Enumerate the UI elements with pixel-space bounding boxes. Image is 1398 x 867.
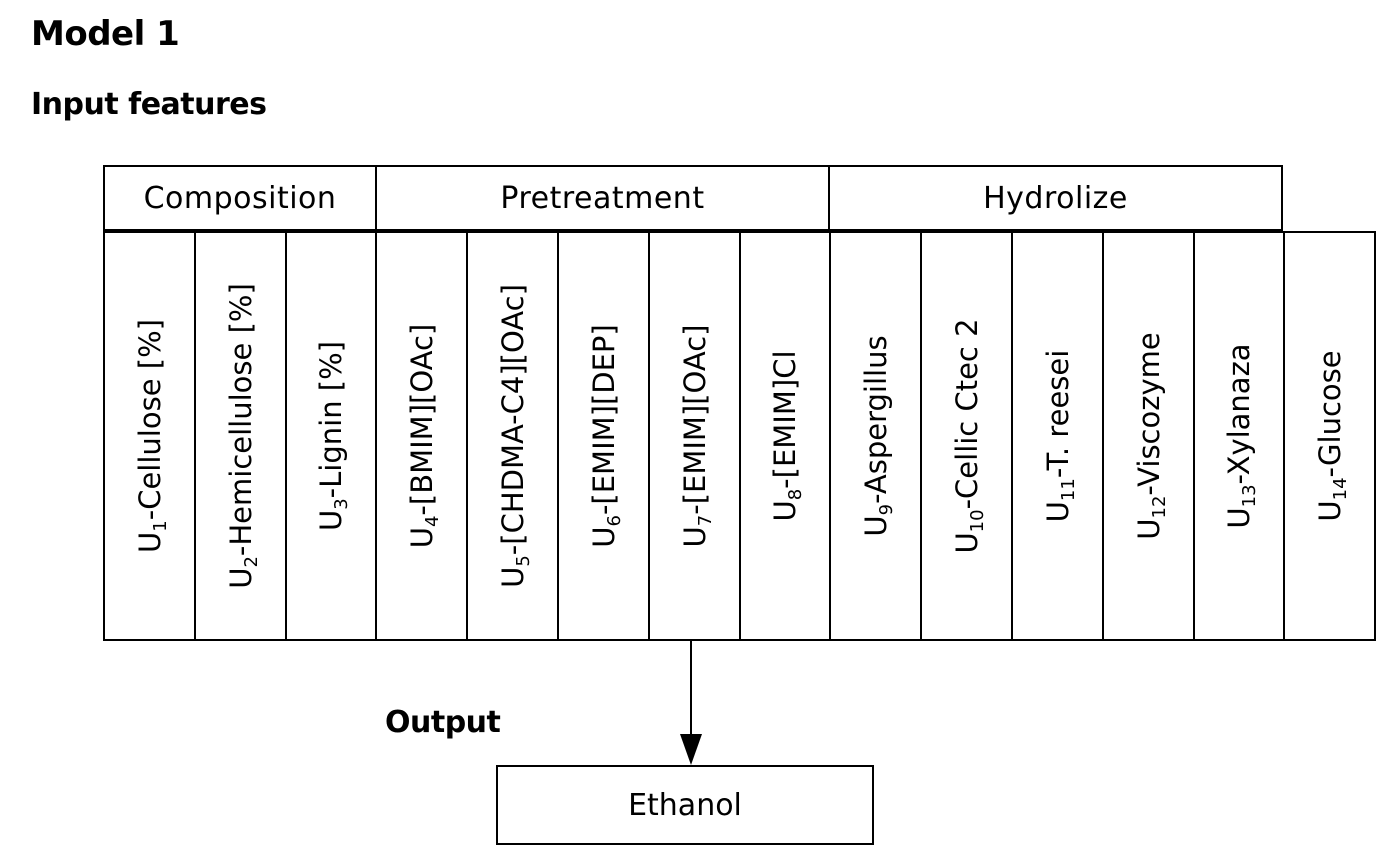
- feature-symbol: U: [1040, 501, 1075, 523]
- feature-name: -T. reesei: [1040, 349, 1075, 479]
- group-pretreatment-label: Pretreatment: [500, 180, 705, 216]
- feature-name: -Glucose: [1312, 350, 1347, 478]
- feature-column-u5: U5-[CHDMA-C4][OAc]: [466, 231, 559, 641]
- feature-index: 5: [512, 555, 534, 567]
- feature-index: 7: [694, 514, 716, 527]
- feature-index: 10: [966, 509, 988, 533]
- feature-symbol: U: [949, 532, 984, 554]
- group-hydrolize: Hydrolize: [828, 165, 1283, 231]
- feature-label: U11-T. reesei: [1040, 349, 1079, 523]
- feature-symbol: U: [1312, 500, 1347, 522]
- feature-label: U7-[EMIM][OAc]: [677, 324, 716, 548]
- feature-symbol: U: [768, 500, 802, 522]
- feature-column-u10: U10-Cellic Ctec 2: [920, 231, 1013, 641]
- feature-symbol: U: [858, 515, 893, 537]
- feature-name: -Xylanaza: [1222, 343, 1256, 485]
- feature-column-u7: U7-[EMIM][OAc]: [648, 231, 741, 641]
- feature-column-u13: U13-Xylanaza: [1193, 231, 1285, 641]
- feature-symbol: U: [1222, 507, 1256, 529]
- feature-column-u1: U1-Cellulose [%]: [103, 231, 196, 641]
- output-box: Ethanol: [496, 765, 874, 845]
- feature-name: -Cellulose [%]: [132, 319, 167, 521]
- feature-symbol: U: [404, 527, 439, 549]
- output-heading: Output: [385, 705, 501, 740]
- feature-index: 12: [1148, 495, 1170, 519]
- feature-symbol: U: [495, 566, 530, 588]
- feature-name: -Viscozyme: [1131, 332, 1166, 496]
- feature-index: 9: [875, 503, 897, 516]
- feature-name: -Lignin [%]: [314, 341, 348, 499]
- feature-symbol: U: [586, 526, 621, 548]
- feature-symbol: U: [1131, 518, 1166, 540]
- feature-label: U10-Cellic Ctec 2: [949, 318, 988, 554]
- feature-symbol: U: [132, 531, 167, 553]
- feature-name: -[CHDMA-C4][OAc]: [495, 284, 530, 556]
- feature-column-u9: U9-Aspergillus: [829, 231, 922, 641]
- feature-name: -Aspergillus: [858, 335, 893, 504]
- feature-index: 14: [1329, 477, 1351, 501]
- feature-index: 1: [149, 520, 171, 532]
- feature-index: 13: [1239, 484, 1260, 508]
- feature-index: 11: [1057, 478, 1079, 502]
- feature-label: U12-Viscozyme: [1131, 332, 1170, 540]
- feature-label: U5-[CHDMA-C4][OAc]: [495, 284, 534, 588]
- feature-column-u3: U3-Lignin [%]: [285, 231, 377, 641]
- feature-index: 3: [331, 498, 352, 510]
- feature-index: 8: [785, 488, 806, 501]
- group-composition-label: Composition: [143, 180, 337, 216]
- input-features-heading: Input features: [31, 87, 267, 122]
- feature-index: 4: [421, 515, 443, 528]
- feature-column-u6: U6-[EMIM][DEP]: [557, 231, 650, 641]
- group-pretreatment: Pretreatment: [375, 165, 830, 231]
- feature-name: -[EMIM]Cl: [768, 350, 802, 489]
- feature-label: U14-Glucose: [1312, 350, 1351, 522]
- feature-name: -Cellic Ctec 2: [949, 318, 984, 510]
- feature-index: 2: [240, 556, 262, 568]
- feature-label: U13-Xylanaza: [1222, 343, 1260, 529]
- feature-label: U4-[BMIM][OAc]: [404, 323, 443, 549]
- feature-column-u11: U11-T. reesei: [1011, 231, 1104, 641]
- feature-label: U6-[EMIM][DEP]: [586, 324, 625, 548]
- feature-column-u12: U12-Viscozyme: [1102, 231, 1195, 641]
- feature-column-u14: U14-Glucose: [1283, 231, 1376, 641]
- feature-column-u4: U4-[BMIM][OAc]: [375, 231, 468, 641]
- output-arrow: [680, 640, 702, 765]
- feature-name: -[EMIM][OAc]: [677, 324, 712, 515]
- group-composition: Composition: [103, 165, 377, 231]
- feature-label: U1-Cellulose [%]: [132, 319, 171, 553]
- diagram-title: Model 1: [31, 14, 180, 54]
- group-hydrolize-label: Hydrolize: [983, 180, 1128, 216]
- feature-label: U8-[EMIM]Cl: [768, 350, 806, 522]
- feature-label: U9-Aspergillus: [858, 335, 897, 537]
- feature-symbol: U: [314, 509, 348, 531]
- feature-column-u2: U2-Hemicellulose [%]: [194, 231, 287, 641]
- feature-label: U2-Hemicellulose [%]: [223, 283, 262, 589]
- output-label-ethanol: Ethanol: [628, 787, 742, 823]
- feature-symbol: U: [223, 567, 258, 589]
- feature-index: 6: [603, 515, 625, 527]
- feature-name: -[BMIM][OAc]: [404, 323, 439, 516]
- feature-column-u8: U8-[EMIM]Cl: [739, 231, 831, 641]
- feature-symbol: U: [677, 526, 712, 548]
- feature-name: -Hemicellulose [%]: [223, 283, 258, 557]
- feature-name: -[EMIM][DEP]: [586, 324, 621, 516]
- feature-label: U3-Lignin [%]: [314, 341, 352, 531]
